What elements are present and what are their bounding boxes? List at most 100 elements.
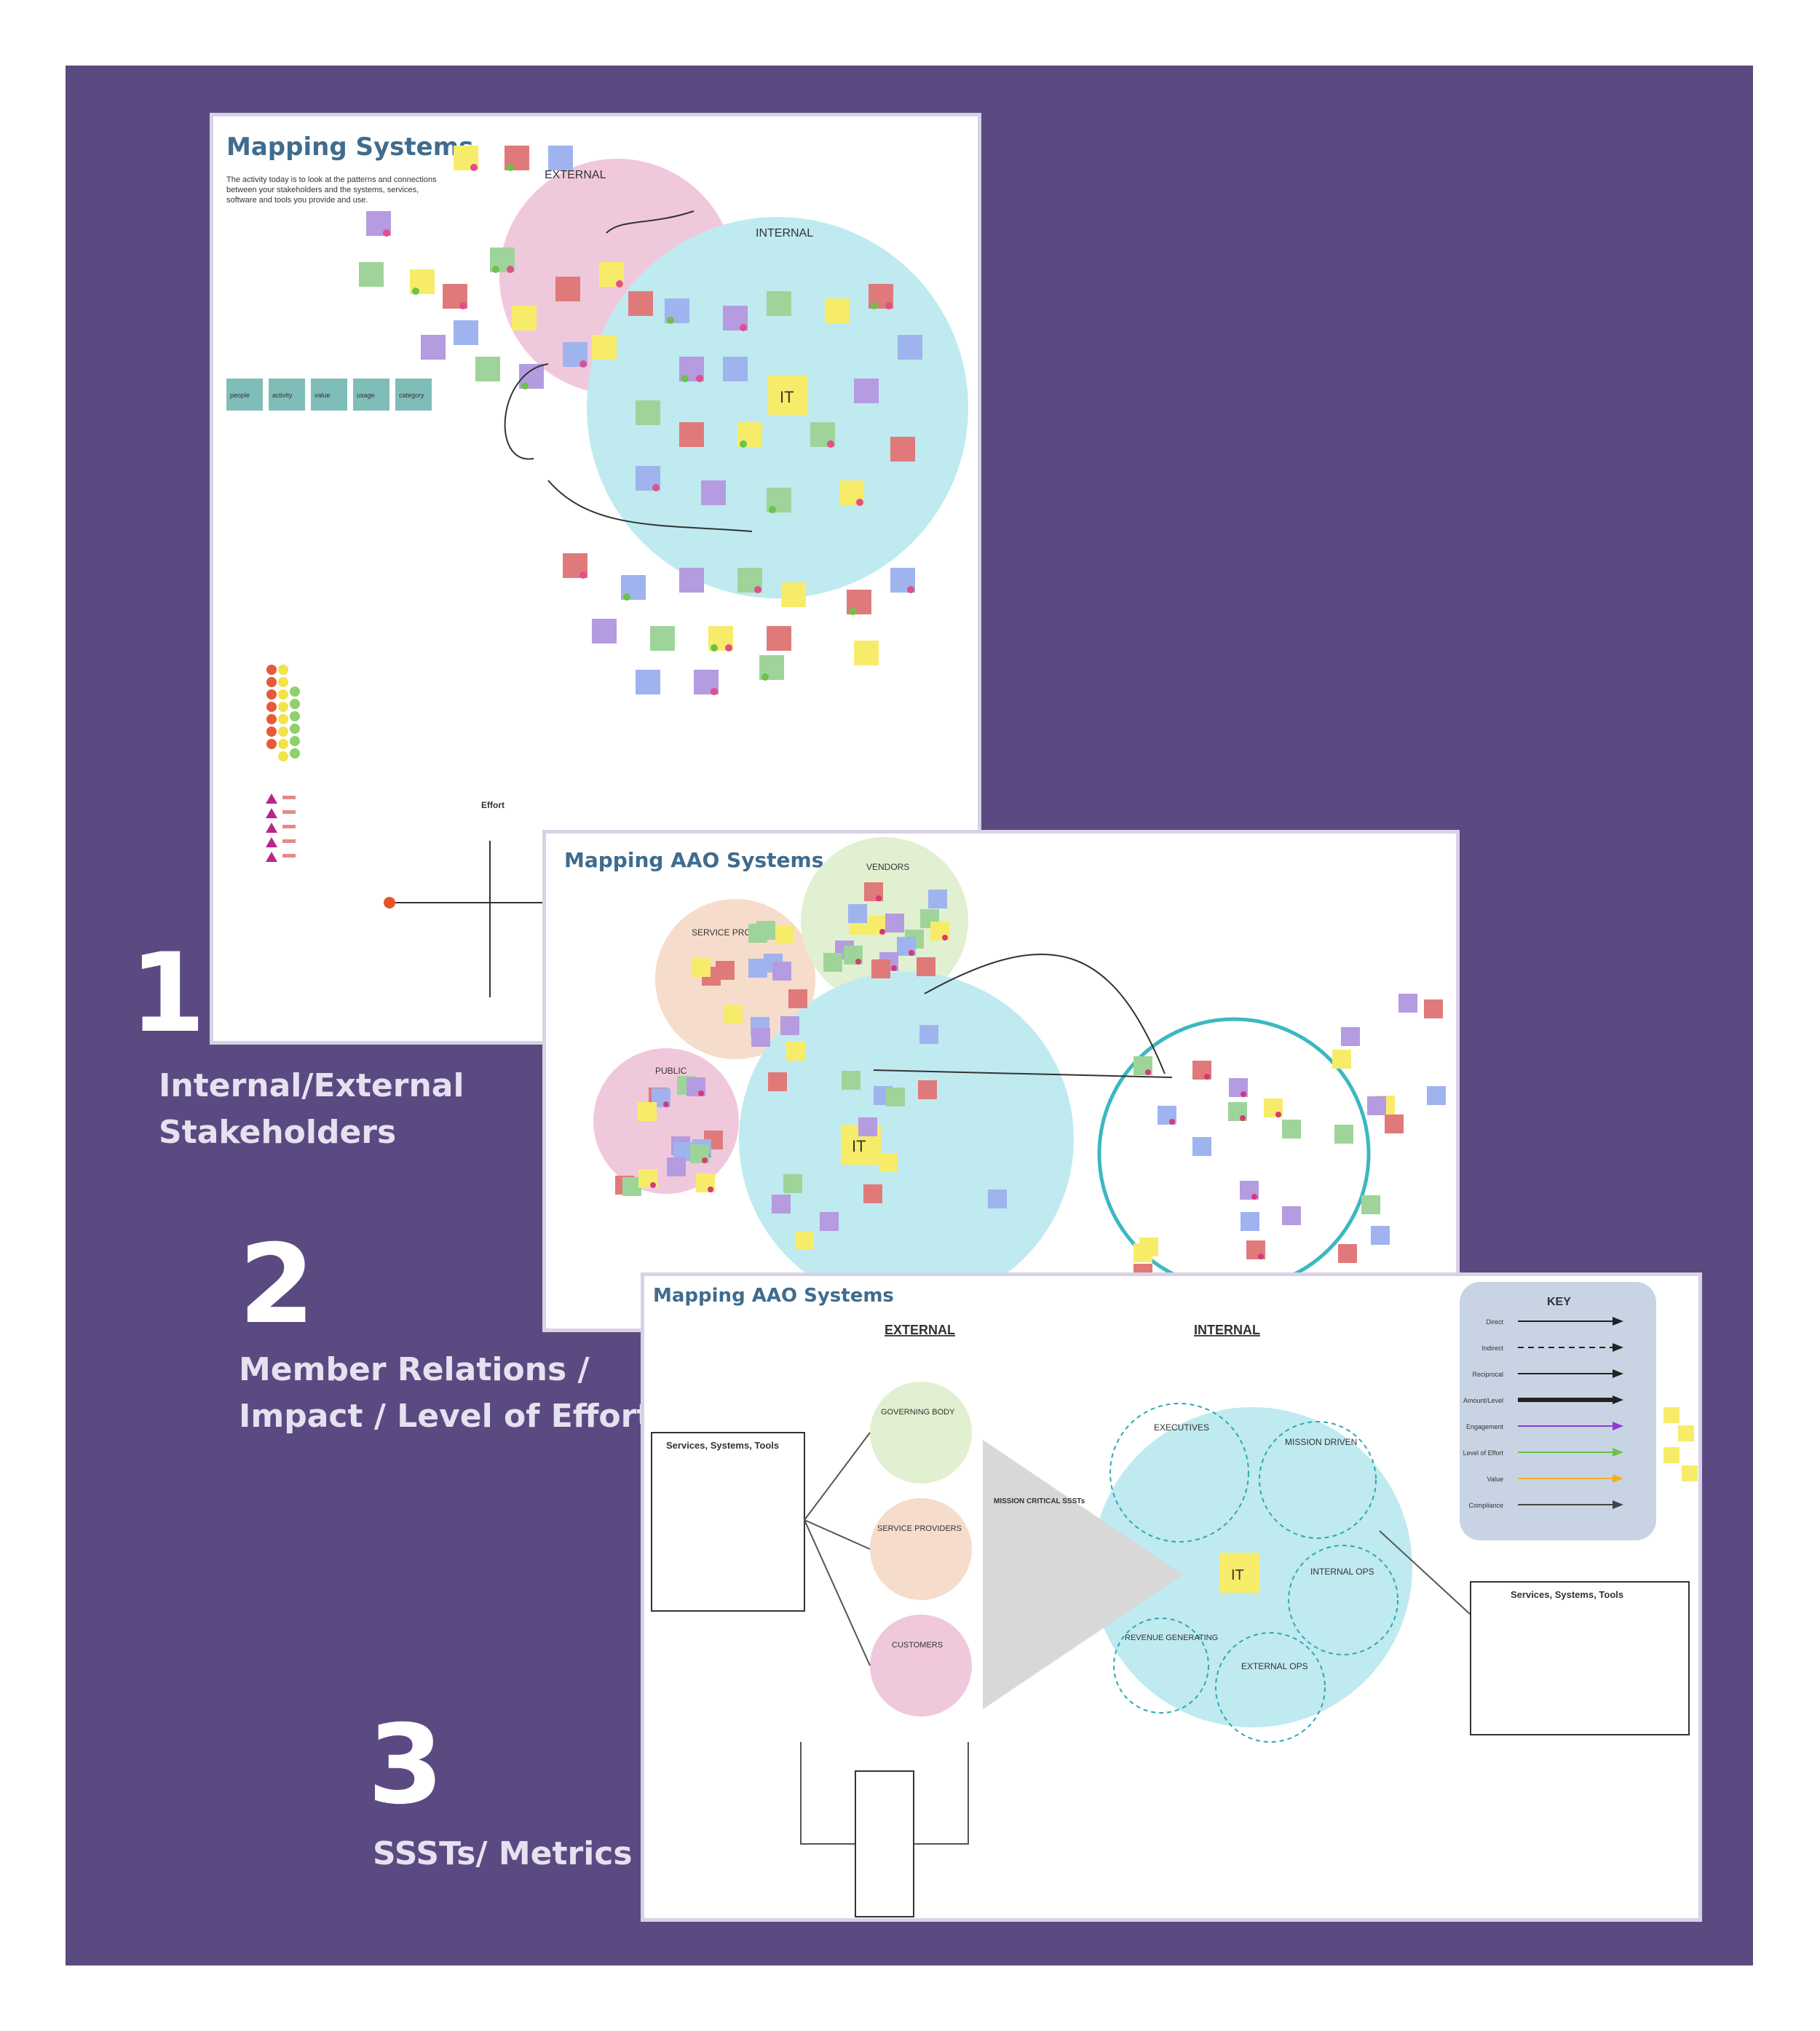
sticky-note — [863, 1184, 882, 1203]
marker-dot — [879, 929, 885, 935]
step-number-2: 2 — [239, 1222, 315, 1348]
marker-dot — [698, 1090, 704, 1096]
sticky-note — [1338, 1244, 1357, 1263]
key-row-label: Value — [1487, 1476, 1503, 1483]
impact-dot — [290, 686, 300, 697]
it-sticky — [768, 375, 808, 415]
marker-dot — [663, 1101, 669, 1107]
sticky-note — [988, 1189, 1007, 1208]
marker-dot — [1258, 1254, 1264, 1259]
sticky-note — [636, 400, 660, 425]
it-label: IT — [1231, 1567, 1244, 1583]
marker-dot — [907, 586, 914, 593]
sticky-note — [555, 277, 580, 301]
sticky-note — [823, 953, 842, 972]
connector — [873, 1069, 1173, 1078]
mission-critical-triangle — [983, 1440, 1183, 1709]
right-services-box — [1470, 1581, 1690, 1735]
effort-bar — [282, 796, 296, 799]
sticky-note — [1367, 1096, 1386, 1115]
effort-bar — [282, 854, 296, 858]
connector — [804, 1432, 871, 1521]
marker-dot — [855, 959, 861, 965]
board-3-canvas: EXTERNAL INTERNAL Services, Systems, Too… — [651, 1282, 1698, 1917]
sticky-note — [848, 904, 867, 923]
marker-dot — [769, 506, 776, 513]
impact-dot — [278, 739, 288, 749]
effort-triangle — [266, 823, 277, 833]
sticky-note — [475, 357, 500, 381]
it-label: IT — [780, 388, 794, 406]
legend-tile — [353, 379, 389, 411]
marker-dot — [470, 164, 478, 171]
key-panel — [1460, 1282, 1656, 1540]
marker-dot — [761, 673, 769, 681]
governing-body-label: GOVERNING BODY — [881, 1408, 955, 1417]
sticky-note — [1282, 1120, 1301, 1139]
connector — [914, 1742, 969, 1845]
marker-dot — [1169, 1119, 1175, 1125]
impact-dot — [266, 665, 277, 675]
key-row-arrowhead — [1613, 1474, 1623, 1483]
marker-dot — [871, 302, 878, 309]
impact-dot — [266, 739, 277, 749]
sticky-note — [1663, 1407, 1679, 1423]
revenue-generating-circle — [1113, 1618, 1209, 1714]
board-1-intro: The activity today is to look at the pat… — [226, 175, 437, 205]
marker-dot — [725, 644, 732, 652]
sticky-note — [1334, 1125, 1353, 1144]
step-label-2-line-1: Member Relations / — [239, 1351, 590, 1388]
key-row-label: Amount/Level — [1463, 1397, 1503, 1404]
impact-dot — [278, 677, 288, 687]
marker-dot — [1145, 1069, 1151, 1075]
legend-tile-label: category — [399, 392, 424, 399]
sticky-note — [918, 1080, 937, 1099]
step-number-3: 3 — [368, 1702, 444, 1829]
marker-dot — [1240, 1115, 1246, 1121]
marker-dot — [1241, 1091, 1246, 1097]
key-row-arrowhead — [1613, 1395, 1623, 1404]
sticky-note — [820, 1212, 839, 1231]
marker-dot — [876, 895, 882, 901]
impact-dot — [266, 689, 277, 700]
board-mapping-aao-systems-3: Mapping AAO Systems EXTERNAL INTERNAL Se… — [641, 1272, 1702, 1922]
marker-dot — [521, 382, 529, 389]
marker-dot — [623, 593, 630, 601]
sticky-note — [1663, 1447, 1679, 1463]
impact-dot — [278, 714, 288, 724]
sticky-note — [1241, 1212, 1259, 1231]
sticky-note — [854, 379, 879, 403]
sticky-note — [628, 291, 653, 316]
key-row-arrowhead — [1613, 1500, 1623, 1509]
governing-body-circle — [870, 1382, 972, 1484]
effort-bar — [282, 810, 296, 814]
marker-dot — [507, 164, 514, 171]
step-label-2: Member Relations / Impact / Level of Eff… — [239, 1347, 652, 1440]
external-ops-label: EXTERNAL OPS — [1241, 1661, 1308, 1671]
customers-label: CUSTOMERS — [892, 1641, 943, 1650]
impact-dot — [290, 724, 300, 734]
marker-dot — [652, 484, 660, 491]
axis-marker — [384, 897, 395, 908]
sticky-note — [767, 626, 791, 651]
sticky-note — [751, 1028, 770, 1047]
sticky-note — [767, 291, 791, 316]
impact-dot — [290, 748, 300, 759]
marker-dot — [1251, 1194, 1257, 1200]
impact-dot — [266, 677, 277, 687]
marker-dot — [616, 280, 623, 288]
impact-dot — [278, 702, 288, 712]
sticky-note — [1361, 1195, 1380, 1214]
vendors-label: VENDORS — [866, 862, 909, 872]
sticky-note — [748, 959, 767, 978]
marker-dot — [1204, 1074, 1210, 1080]
external-bubble-label: EXTERNAL — [545, 169, 606, 181]
left-services-box — [651, 1432, 805, 1612]
connector — [804, 1519, 871, 1666]
legend-tile — [311, 379, 347, 411]
marker-dot — [827, 440, 834, 448]
internal-bubble-label: INTERNAL — [756, 227, 813, 239]
sticky-note — [1192, 1137, 1211, 1156]
